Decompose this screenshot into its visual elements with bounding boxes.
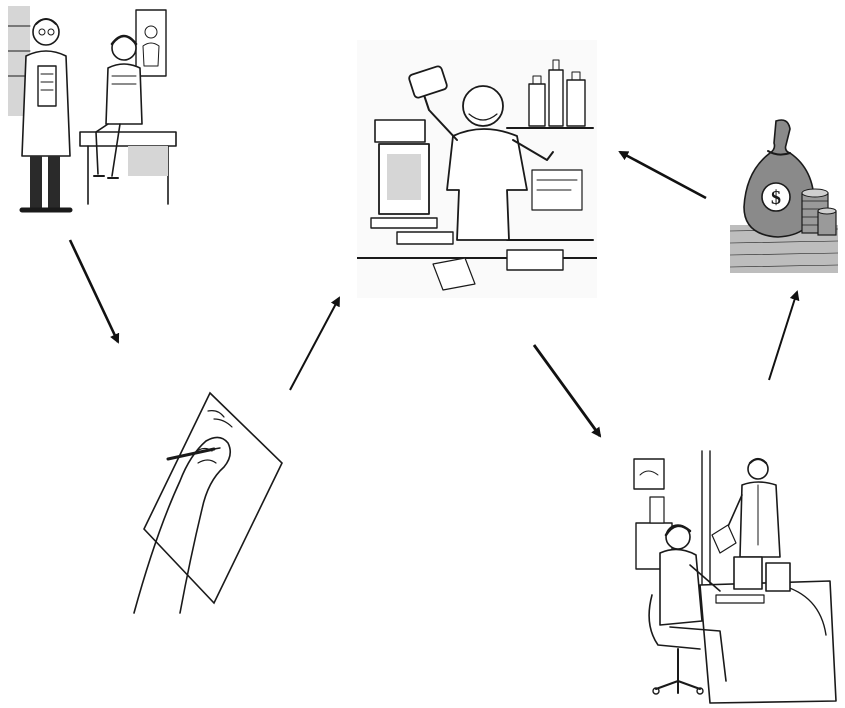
pharmacist-illustration bbox=[357, 40, 597, 298]
hand-writing-illustration bbox=[128, 383, 290, 615]
arrow-doctor-to-prescription bbox=[68, 239, 120, 344]
doctor-patient-illustration bbox=[8, 6, 184, 224]
coin-stack-icon bbox=[801, 188, 837, 236]
money-bag-illustration: $ bbox=[730, 113, 838, 273]
office-clerk-illustration bbox=[630, 445, 840, 705]
dollar-sign-icon: $ bbox=[771, 187, 781, 209]
arrow-pharmacy-to-office bbox=[532, 344, 602, 438]
arrow-payment-to-pharmacy bbox=[618, 150, 707, 200]
arrow-office-to-payment bbox=[768, 290, 800, 381]
arrow-prescription-to-pharmacy bbox=[289, 296, 340, 391]
